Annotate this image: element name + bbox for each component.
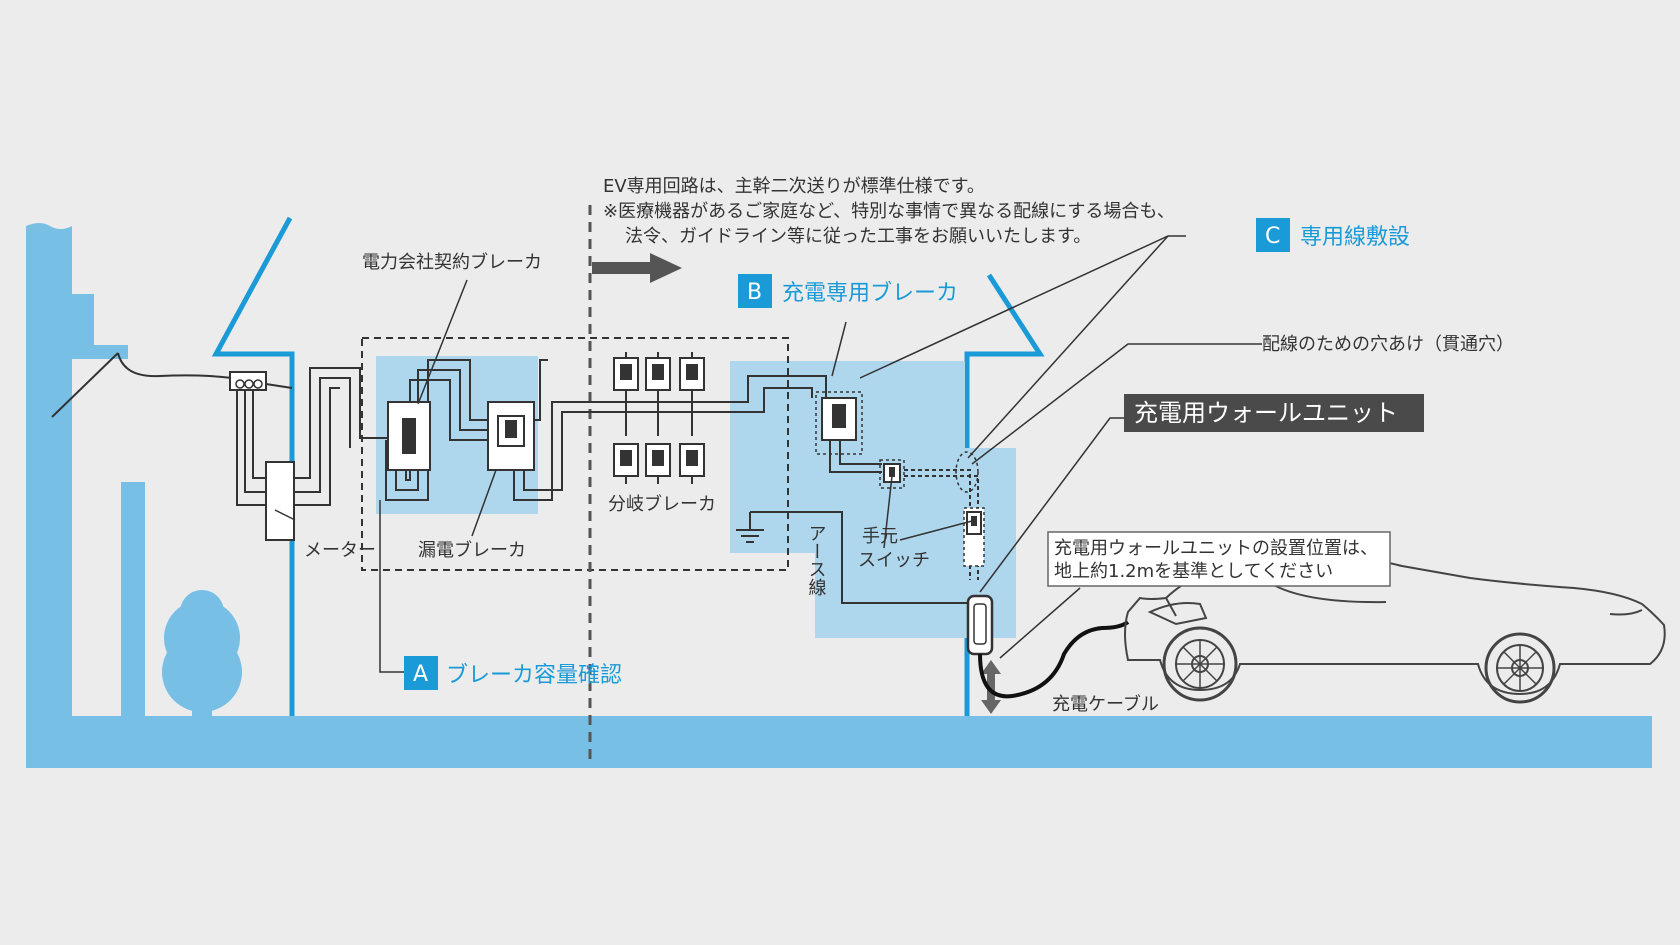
branch-breaker-label: 分岐ブレーカ xyxy=(608,493,716,515)
contract-breaker xyxy=(387,401,431,471)
branch-breaker xyxy=(645,357,671,391)
install-note-line-1: 充電用ウォールユニットの設置位置は、 xyxy=(1054,538,1378,559)
height-arrow-icon xyxy=(981,660,1001,714)
step-a-letter: A xyxy=(413,662,428,687)
note-block: EV専用回路は、主幹二次送りが標準仕様です。 ※医療機器があるご家庭など、特別な… xyxy=(603,176,1175,247)
note-line-2: ※医療機器があるご家庭など、特別な事情で異なる配線にする場合も、 xyxy=(603,201,1175,222)
distribution-board xyxy=(361,337,789,571)
main-wiring xyxy=(236,359,975,604)
branch-breaker xyxy=(679,357,705,391)
branch-breakers xyxy=(613,352,705,484)
step-b: B 充電専用ブレーカ xyxy=(738,274,958,308)
step-c-letter: C xyxy=(1265,224,1280,249)
service-drop-wire xyxy=(117,352,233,379)
charging-cable xyxy=(978,620,1130,699)
step-b-letter: B xyxy=(747,280,762,305)
wall-hole xyxy=(955,451,979,493)
branch-breaker xyxy=(613,357,639,391)
step-a-label: ブレーカ容量確認 xyxy=(446,663,622,688)
step-c-label: 専用線敷設 xyxy=(1300,225,1410,250)
step-c: C 専用線敷設 xyxy=(1256,218,1410,252)
wall-hole-label: 配線のための穴あけ（貫通穴） xyxy=(1262,334,1514,355)
charge-breaker xyxy=(815,391,863,455)
meter xyxy=(229,371,295,541)
hand-switch-label-1: 手元 xyxy=(862,526,898,547)
earth-leakage-breaker-label: 漏電ブレーカ xyxy=(418,539,526,561)
contract-breaker-label: 電力会社契約ブレーカ xyxy=(362,251,542,273)
leader-lines xyxy=(274,235,1262,673)
conduit-box xyxy=(963,507,985,567)
wall-charging-unit xyxy=(966,594,994,656)
charge-area-highlight xyxy=(730,361,1016,638)
hand-switch xyxy=(879,459,905,489)
install-note: 充電用ウォールユニットの設置位置は、 地上約1.2mを基準としてください xyxy=(1047,531,1391,587)
branch-breaker xyxy=(613,443,639,477)
hand-switch-label-2: スイッチ xyxy=(858,550,930,571)
tree-icon xyxy=(162,590,242,720)
charge-cable-label: 充電ケーブル xyxy=(1052,693,1159,715)
branch-breaker xyxy=(645,443,671,477)
step-a: A ブレーカ容量確認 xyxy=(404,656,622,690)
note-line-1: EV専用回路は、主幹二次送りが標準仕様です。 xyxy=(603,176,985,197)
wall-unit-title: 充電用ウォールユニット xyxy=(1124,394,1424,432)
earth-ground-icon xyxy=(736,512,764,543)
ground xyxy=(26,716,1652,768)
earth-leakage-breaker xyxy=(487,401,535,471)
install-note-line-2: 地上約1.2mを基準としてください xyxy=(1054,561,1333,582)
branch-breaker xyxy=(679,443,705,477)
step-b-label: 充電専用ブレーカ xyxy=(782,281,958,306)
left-building xyxy=(26,223,145,716)
wall-unit-title-text: 充電用ウォールユニット xyxy=(1134,399,1398,427)
arrow-right-icon xyxy=(592,253,682,283)
note-line-3: 法令、ガイドライン等に従った工事をお願いいたします。 xyxy=(625,226,1091,247)
meter-label: メーター xyxy=(304,540,376,561)
earth-wire-label: アース線 xyxy=(806,524,827,596)
